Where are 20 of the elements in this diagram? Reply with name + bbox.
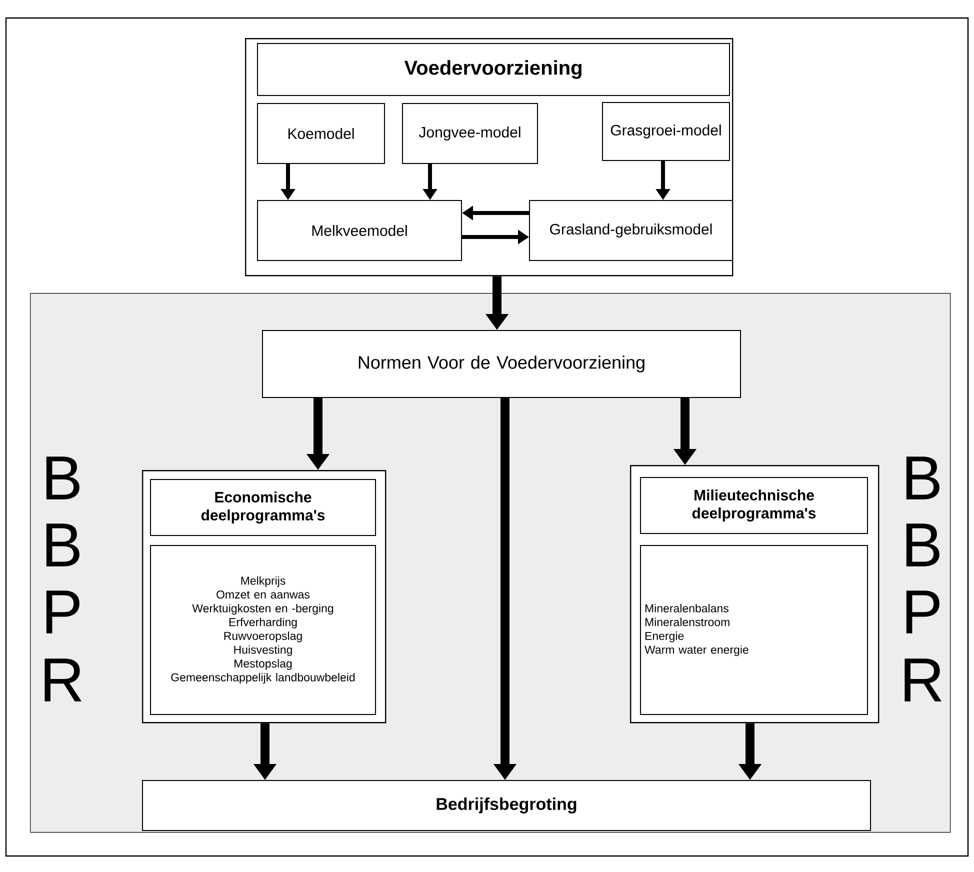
list-box: Mineralenbalans Mineralenstroom Energie Warm water energie [640, 545, 868, 715]
budget-box: Bedrijfsbegroting [142, 780, 871, 831]
model-box: Grasgroei-model [602, 102, 730, 161]
model-box: Jongvee-model [402, 103, 538, 164]
side-letter: B [46, 524, 80, 566]
model-box: Grasland-gebruiksmodel [529, 200, 733, 261]
list-box: Melkprijs Omzet en aanwas Werktuigkosten en -berging Erfverharding Ruwvoeropslag Huisvesting Mestopslag Gemeenschappelijk landbouwbeleid [150, 545, 376, 715]
model-box: Koemodel [257, 103, 385, 164]
side-letter: B [46, 456, 80, 500]
side-letter: R [44, 658, 82, 702]
side-letter: B [906, 524, 940, 566]
side-letter: B [906, 456, 940, 500]
norms-box: Normen Voor de Voedervoorziening [262, 330, 741, 398]
side-letter: R [904, 658, 942, 702]
heading-box: Milieutechnische deelprogramma's [640, 477, 868, 534]
side-letter: P [906, 590, 940, 634]
heading-box: Economische deelprogramma's [150, 479, 376, 536]
title-box: Voedervoorziening [257, 43, 730, 96]
model-box: Melkveemodel [257, 200, 462, 261]
side-letter: P [46, 590, 80, 634]
